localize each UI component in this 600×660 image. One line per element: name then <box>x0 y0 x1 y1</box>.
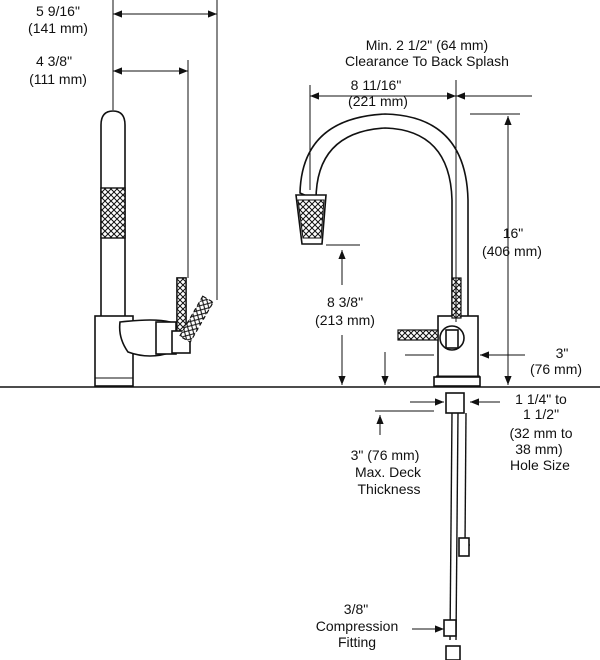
clearance-label: Min. 2 1/2" (64 mm) <box>366 37 488 53</box>
deck-thickness-label-3: Thickness <box>357 481 420 497</box>
fitting-label-1: 3/8" <box>344 601 368 617</box>
height-label: 16" <box>503 225 524 241</box>
spout-height-label: 8 3/8" <box>327 294 363 310</box>
front-dimensions <box>309 80 532 633</box>
spout-reach-label: 8 11/16" <box>351 77 402 93</box>
side-view-faucet <box>94 110 215 387</box>
base-label: 3" <box>556 345 569 361</box>
hole-size-label-5: Hole Size <box>510 457 570 473</box>
base-mm-label: (76 mm) <box>530 361 582 377</box>
hole-size-label-4: 38 mm) <box>515 441 562 457</box>
spout-height-mm-label: (213 mm) <box>315 312 375 328</box>
hole-size-label-3: (32 mm to <box>509 425 572 441</box>
side-reach-label: 5 9/16" <box>36 3 80 19</box>
fitting-label-3: Fitting <box>338 634 376 650</box>
fitting-label-2: Compression <box>316 618 398 634</box>
handle-reach-label: 4 3/8" <box>36 53 72 69</box>
clearance-note-label: Clearance To Back Splash <box>345 53 509 69</box>
hole-size-label-1: 1 1/4" to <box>515 391 567 407</box>
front-view-faucet <box>295 113 481 660</box>
side-dimensions <box>112 0 218 300</box>
deck-thickness-label-2: Max. Deck <box>355 464 422 480</box>
side-reach-mm-label: (141 mm) <box>28 20 88 36</box>
height-mm-label: (406 mm) <box>482 243 542 259</box>
deck-thickness-label-1: 3" (76 mm) <box>351 447 420 463</box>
spout-reach-mm-label: (221 mm) <box>348 93 408 109</box>
hole-size-label-2: 1 1/2" <box>523 406 559 422</box>
handle-reach-mm-label: (111 mm) <box>29 71 87 87</box>
